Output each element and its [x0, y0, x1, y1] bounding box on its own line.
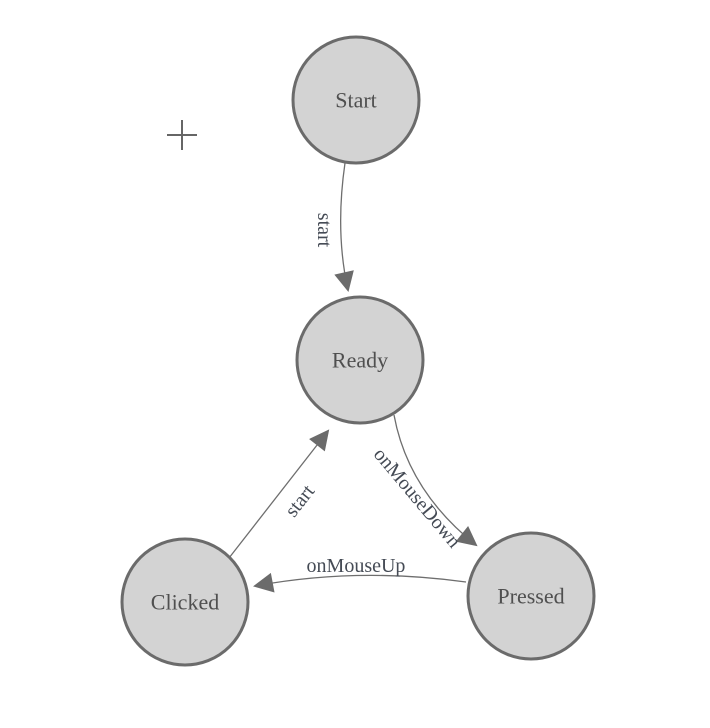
node-start-circle[interactable]: [291, 35, 421, 165]
crosshair-icon: [167, 120, 197, 150]
edge-label-onmousedown: onMouseDown: [369, 444, 465, 553]
node-pressed[interactable]: Pressed: [466, 531, 596, 661]
node-pressed-label: Pressed: [497, 584, 564, 609]
node-clicked[interactable]: Clicked: [120, 537, 250, 667]
edge-start-to-ready[interactable]: [334, 162, 354, 292]
node-ready-circle[interactable]: [295, 295, 425, 425]
edge-label-onmouseup: onMouseUp: [307, 555, 406, 577]
nodes-layer: Start Ready Clicked Pressed: [120, 35, 596, 667]
edge-clicked-to-ready[interactable]: [228, 429, 330, 559]
node-pressed-circle[interactable]: [466, 531, 596, 661]
edge-pressed-to-clicked[interactable]: [253, 572, 467, 593]
node-ready-label: Ready: [332, 348, 388, 373]
edge-label-start-top: start: [313, 213, 335, 248]
edge-ready-to-pressed[interactable]: [393, 414, 478, 547]
node-clicked-circle[interactable]: [120, 537, 250, 667]
node-start[interactable]: Start: [291, 35, 421, 165]
node-clicked-label: Clicked: [151, 590, 219, 615]
edge-label-start-left: start: [281, 480, 320, 521]
node-ready[interactable]: Ready: [295, 295, 425, 425]
node-start-label: Start: [335, 88, 377, 113]
